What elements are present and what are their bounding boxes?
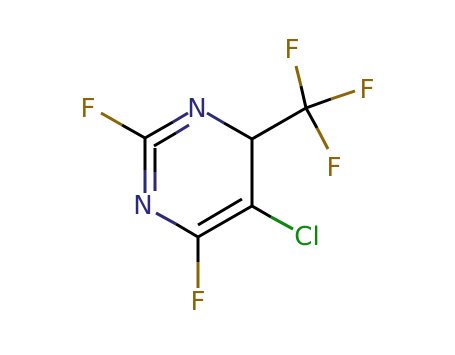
atom-f-cf3-bottom-label: F: [327, 153, 342, 183]
bond-c5-cl: [251, 204, 272, 219]
bond-c5-c6-inner: [197, 197, 243, 227]
bond-c5-cl-half: [270, 215, 294, 231]
bond-cf3-f-right: [305, 97, 332, 110]
atom-labels: N N F F Cl F F F: [81, 35, 375, 317]
bond-cf3-f-top-half: [294, 65, 303, 87]
atom-f-cf3-right-label: F: [360, 75, 375, 105]
bond-c2-f: [121, 123, 146, 140]
atom-cl-label: Cl: [294, 222, 319, 252]
bond-c2-f-half: [100, 111, 123, 127]
atom-f-c6-label: F: [191, 287, 206, 317]
bond-c2-n1-inner: [153, 131, 177, 148]
bond-n1-c4: [223, 121, 253, 141]
bond-cf3-f-bottom-half: [315, 127, 330, 150]
bond-c2-n1: [144, 120, 174, 140]
bond-n1-c4-n-half: [206, 111, 225, 125]
bond-c4-ccf3: [251, 106, 307, 141]
bond-c2-n1-inner-n: [175, 123, 190, 135]
bond-c5-c6: [197, 204, 253, 239]
atom-f-c2-label: F: [81, 94, 96, 124]
atom-f-cf3-top-label: F: [285, 35, 300, 65]
bond-cf3-f-bottom: [304, 107, 319, 129]
atom-n1-label: N: [187, 94, 206, 124]
bond-c2-n1-n-half: [172, 111, 189, 124]
bond-cf3-f-right-half: [330, 89, 356, 101]
bonds: [100, 65, 356, 288]
atom-n3-label: N: [133, 191, 152, 221]
bond-c6-n3-n-half: [155, 211, 177, 226]
bond-c6-n3: [175, 222, 199, 239]
bond-cf3-f-top: [299, 85, 308, 109]
